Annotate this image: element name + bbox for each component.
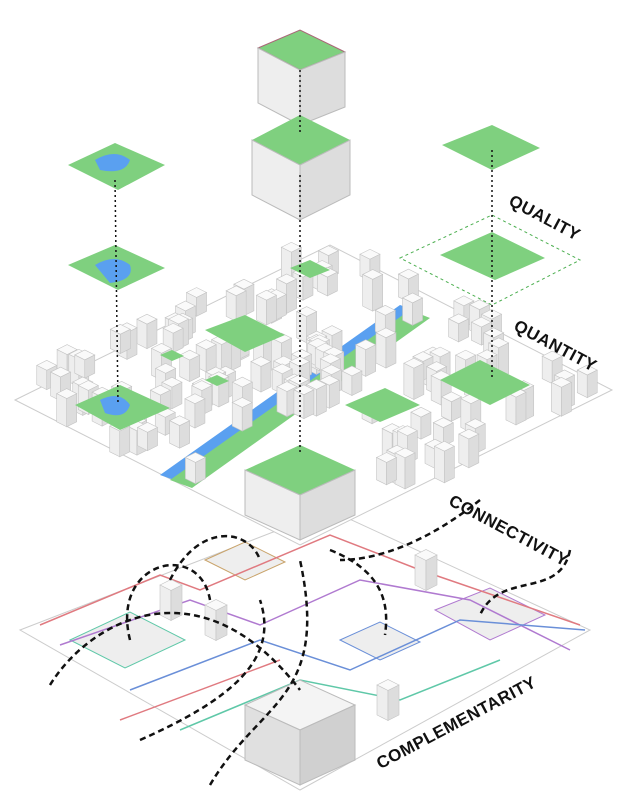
building: [420, 411, 432, 440]
building: [430, 375, 442, 406]
city-layer: [13, 241, 614, 546]
building: [66, 393, 78, 428]
building: [256, 294, 267, 326]
building: [204, 604, 217, 641]
building: [179, 354, 191, 383]
building: [171, 381, 183, 410]
building: [231, 401, 243, 432]
building: [434, 445, 445, 484]
building: [375, 332, 387, 369]
network-line: [119, 659, 281, 721]
building: [387, 684, 400, 721]
building: [402, 297, 413, 326]
building: [458, 318, 469, 343]
building: [329, 379, 340, 409]
building: [303, 389, 315, 420]
network-line: [39, 534, 581, 626]
building: [376, 684, 389, 721]
building: [468, 433, 480, 469]
building: [119, 425, 131, 458]
building: [296, 311, 307, 344]
building: [170, 584, 183, 621]
building: [403, 362, 415, 400]
building: [196, 292, 207, 317]
building: [443, 422, 454, 447]
building: [515, 391, 527, 426]
building: [276, 386, 288, 418]
building: [56, 393, 68, 428]
building: [498, 342, 509, 380]
building: [109, 425, 121, 458]
building: [185, 456, 196, 485]
building: [561, 381, 572, 417]
building: [362, 273, 373, 312]
building: [147, 426, 158, 452]
building: [414, 554, 427, 591]
building: [404, 452, 416, 490]
building: [444, 445, 455, 484]
floating-elements: [68, 29, 582, 455]
network-layer: [18, 499, 592, 791]
building: [586, 369, 598, 399]
building: [215, 604, 228, 641]
building: [505, 391, 517, 426]
building: [316, 384, 327, 417]
building: [179, 420, 190, 449]
building: [372, 273, 383, 312]
vertical-arrows: [114, 70, 493, 455]
building: [84, 354, 96, 379]
building: [376, 457, 387, 486]
building: [286, 278, 297, 314]
building: [159, 584, 172, 621]
building: [266, 294, 277, 326]
network-line: [129, 619, 586, 691]
building: [293, 389, 305, 420]
building: [351, 370, 363, 397]
network-block: [68, 611, 187, 669]
building: [425, 554, 438, 591]
building: [551, 381, 562, 417]
building: [172, 327, 184, 354]
building: [194, 398, 206, 429]
building: [385, 332, 397, 369]
building: [146, 318, 158, 350]
building: [541, 355, 553, 385]
building: [241, 401, 253, 432]
network-block: [433, 587, 547, 641]
building: [365, 344, 376, 377]
building: [169, 420, 180, 449]
building: [218, 376, 230, 408]
building: [412, 297, 423, 326]
connectivity-arrows: [48, 499, 572, 786]
network-block: [203, 541, 287, 581]
building: [327, 271, 338, 297]
network-block: [338, 621, 422, 661]
building: [260, 361, 272, 393]
building: [413, 362, 425, 400]
network-line: [179, 659, 501, 731]
parks: [75, 260, 530, 430]
building: [189, 354, 201, 383]
building: [195, 456, 206, 485]
building: [458, 433, 470, 469]
building: [120, 328, 131, 355]
building: [136, 318, 148, 350]
building: [386, 457, 397, 486]
building: [225, 290, 237, 322]
